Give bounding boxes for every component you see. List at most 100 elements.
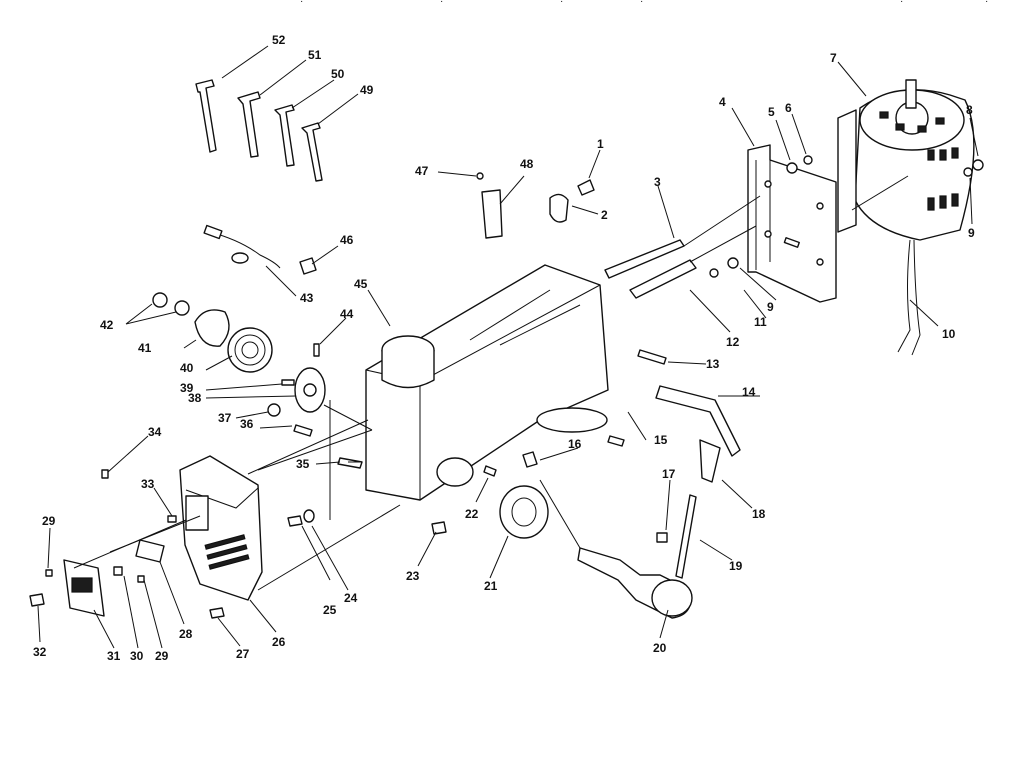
callout-41: 41	[138, 341, 152, 355]
switch-plate-group	[29, 539, 165, 617]
hex-key-50	[274, 104, 295, 167]
hex-keys	[195, 79, 323, 182]
callout-12: 12	[726, 335, 740, 349]
nut-42a	[152, 292, 168, 308]
nut-5	[786, 162, 798, 174]
crank-handle-14	[655, 385, 741, 457]
callout-19: 19	[729, 559, 743, 573]
callout-49: 49	[360, 83, 374, 97]
pulley-41	[194, 309, 230, 347]
bolt-23	[431, 521, 447, 535]
callout-16: 16	[568, 437, 582, 451]
guard-body	[179, 455, 263, 601]
callout-30: 30	[130, 649, 144, 663]
callout-36: 36	[240, 417, 254, 431]
setscrew-46	[299, 257, 317, 275]
motor-vents	[879, 111, 959, 211]
callout-2: 2	[601, 208, 608, 222]
spindle-group	[209, 451, 693, 619]
leader-lines	[37, 45, 979, 649]
spring-40	[227, 327, 273, 373]
callout-6: 6	[785, 101, 792, 115]
callout-29-left: 29	[42, 514, 56, 528]
header-fragment: ·	[985, 0, 988, 7]
callout-37: 37	[218, 411, 232, 425]
callout-43: 43	[300, 291, 314, 305]
callout-7: 7	[830, 51, 837, 65]
shafts	[604, 239, 741, 579]
screw-29a	[45, 569, 53, 577]
callout-47: 47	[415, 164, 429, 178]
callout-23: 23	[406, 569, 420, 583]
screw-36	[293, 424, 313, 437]
switch-28	[135, 539, 165, 563]
part-16	[522, 451, 538, 468]
callout-52: 52	[272, 33, 286, 47]
callout-50: 50	[331, 67, 345, 81]
callout-9-right: 9	[968, 226, 975, 240]
shaft-12	[629, 259, 697, 299]
callout-22: 22	[465, 507, 479, 521]
screw-29b	[137, 575, 145, 583]
callout-29-right: 29	[155, 649, 169, 663]
nut-42b	[174, 300, 190, 316]
header-fragment: ·	[560, 0, 563, 7]
washer-6	[803, 155, 813, 165]
motor-nut	[972, 159, 984, 171]
callout-21: 21	[484, 579, 498, 593]
callout-8: 8	[966, 103, 973, 117]
washer-9	[727, 257, 739, 269]
capacitor-48	[481, 189, 503, 239]
screw-25	[287, 515, 303, 527]
motor-mount-plate	[837, 109, 857, 233]
setscrew-39	[281, 379, 295, 386]
callout-3: 3	[654, 175, 661, 189]
callout-40: 40	[180, 361, 194, 375]
hex-key-52	[195, 79, 217, 153]
screw-34	[101, 469, 109, 479]
callout-34: 34	[148, 425, 162, 439]
callout-25: 25	[323, 603, 337, 617]
bolt-11	[709, 268, 719, 278]
cord-43	[209, 231, 281, 269]
callout-5: 5	[768, 105, 775, 119]
motor-washer	[963, 167, 973, 177]
callout-31: 31	[107, 649, 121, 663]
bolt-35	[337, 457, 363, 469]
part-17	[656, 532, 668, 543]
callout-42: 42	[100, 318, 114, 332]
screw-27	[209, 607, 225, 619]
callout-labels: 52 51 50 49 1 2 3 4 5 6 7 8 9 9 10 11 12…	[33, 33, 975, 663]
header-fragment: ·	[300, 0, 303, 7]
screw-1	[577, 179, 595, 196]
part-30	[113, 566, 123, 576]
hex-key-49	[301, 122, 323, 182]
head-casting	[337, 264, 625, 501]
washer-24	[303, 509, 315, 523]
callout-17: 17	[662, 467, 676, 481]
guard-vents	[204, 534, 250, 570]
motor-cord	[897, 239, 921, 356]
pin-15	[607, 435, 625, 447]
screw-33	[167, 515, 177, 523]
motor	[837, 79, 984, 356]
cropped-header: · · · · · ·	[300, 0, 988, 7]
callout-20: 20	[653, 641, 667, 655]
motor-bracket	[747, 144, 837, 303]
motor-shaft	[905, 79, 917, 109]
callout-11: 11	[754, 315, 767, 329]
screw-47	[476, 172, 484, 180]
callout-32: 32	[33, 645, 47, 659]
hex-key-51	[237, 91, 261, 158]
belt-guard	[101, 455, 263, 601]
switch-cutout	[185, 495, 209, 531]
collar-21	[499, 485, 549, 539]
callout-51: 51	[308, 48, 322, 62]
callout-18: 18	[752, 507, 766, 521]
callout-9-left: 9	[767, 300, 774, 314]
callout-35: 35	[296, 457, 310, 471]
callout-26: 26	[272, 635, 286, 649]
pin-22	[483, 465, 497, 477]
